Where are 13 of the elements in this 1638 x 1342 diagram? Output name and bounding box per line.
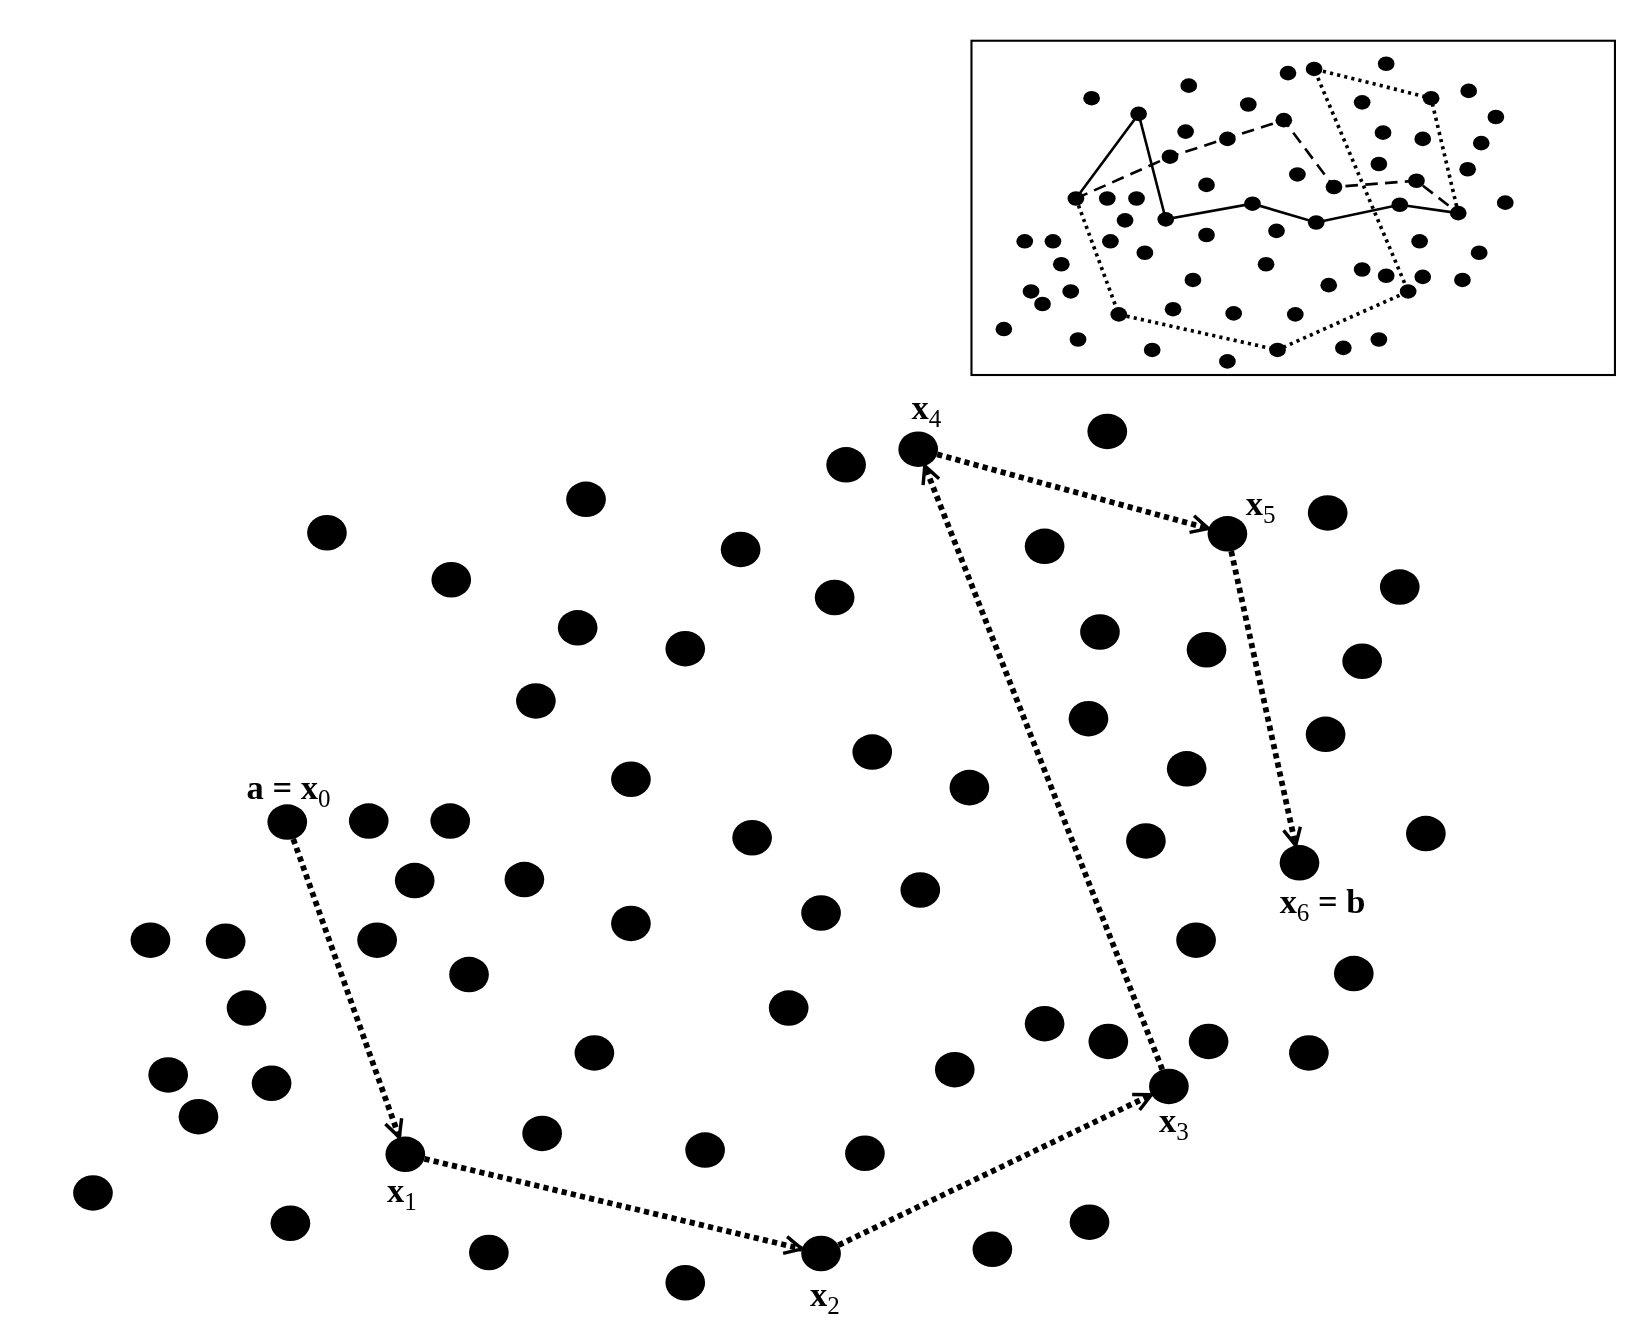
point-label: x$_{3}$: [1159, 1103, 1189, 1144]
point-label: x$_{1}$: [387, 1173, 417, 1214]
dotted-arrow: [290, 838, 404, 1140]
point-label: x$_{6}$ = b: [1279, 884, 1366, 925]
dotted-arrow: [837, 1092, 1154, 1248]
dotted-arrow: [1228, 550, 1303, 848]
point-label: a = x$_{0}$: [246, 770, 331, 811]
point-label: x$_{2}$: [810, 1277, 840, 1318]
dotted-arrow: [936, 451, 1211, 535]
point-label: x$_{5}$: [1245, 486, 1276, 527]
dotted-arrow: [921, 464, 1165, 1071]
dotted-arrow: [423, 1156, 804, 1256]
point-label: x$_{4}$: [911, 390, 942, 431]
